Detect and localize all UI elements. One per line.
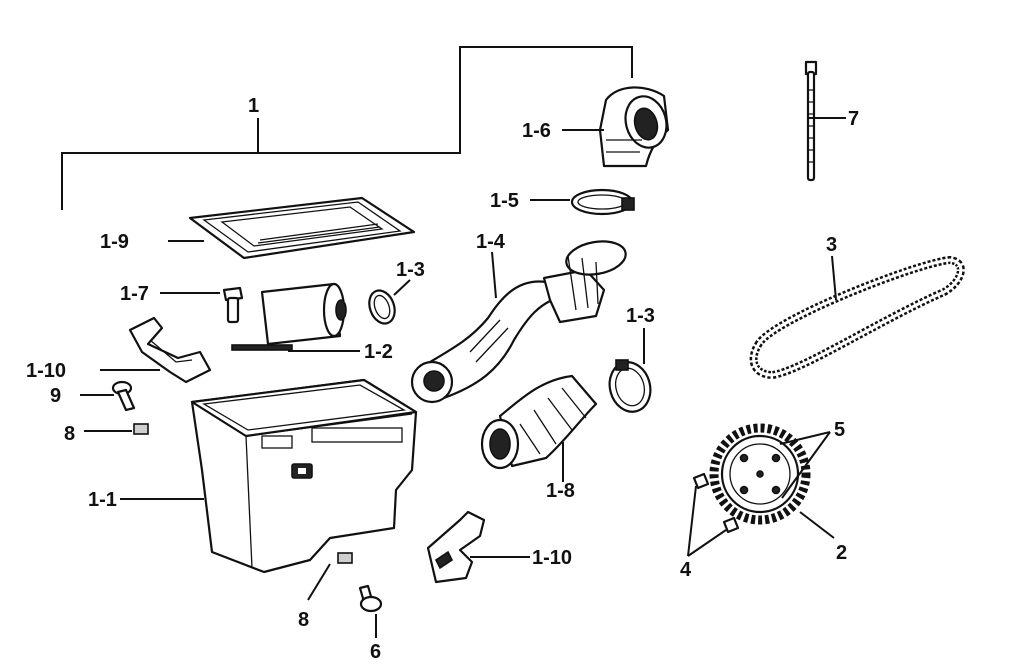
label-clamp-a: 1-3: [396, 259, 425, 281]
outlet-tube-part: [480, 374, 598, 470]
bolt-bottom-part: [358, 584, 383, 613]
clamp-b-part: [608, 359, 652, 413]
cable-tie-part: [804, 60, 818, 182]
filter-element-part: [260, 282, 347, 346]
label-nut-left: 8: [64, 423, 75, 445]
bolt-left-part: [111, 380, 136, 412]
label-bolt-bottom: 6: [370, 641, 381, 663]
clamp-a-part: [368, 289, 396, 325]
label-outlet-tube: 1-8: [546, 480, 575, 502]
label-assembly: 1: [248, 95, 259, 117]
label-bolt-a: 1-7: [120, 283, 149, 305]
sprocket-part: [709, 423, 811, 525]
air-box-part: [190, 378, 418, 574]
label-sprocket: 2: [836, 542, 847, 564]
leader-lines: [80, 117, 846, 638]
label-bracket-bottom: 1-10: [532, 547, 572, 569]
lid-part: [188, 196, 416, 260]
label-cable-tie: 7: [848, 108, 859, 130]
nut-left-part: [133, 423, 149, 435]
label-filter-band: 1-2: [364, 341, 393, 363]
nut-bottom-part: [337, 552, 353, 564]
clamp-c-part: [570, 188, 635, 216]
label-bolt-left: 9: [50, 385, 61, 407]
label-bracket-left: 1-10: [26, 360, 66, 382]
label-chain: 3: [826, 234, 837, 256]
bolt-a-part: [222, 286, 244, 324]
sprocket-bolts-part: [692, 472, 740, 534]
label-nut-bottom: 8: [298, 609, 309, 631]
label-elbow: 1-6: [522, 120, 551, 142]
filter-band-part: [231, 344, 293, 351]
label-intake-tube: 1-4: [476, 231, 506, 253]
chain-part: [749, 255, 965, 380]
label-bolts-sprocket: 4: [680, 559, 692, 581]
label-clamp-b: 1-3: [626, 305, 655, 327]
intake-tube-part: [410, 240, 627, 404]
label-lid: 1-9: [100, 231, 129, 253]
bracket-bottom-part: [426, 510, 486, 584]
label-nuts-sprocket: 5: [834, 419, 845, 441]
elbow-part: [598, 86, 670, 168]
label-clamp-c: 1-5: [490, 190, 519, 212]
assembly-bracket: [61, 46, 633, 210]
part-labels: 1 1-9 1-7 1-10 9 8 1-1 1-2 1-3 1-4 1-5 1…: [26, 95, 859, 663]
bracket-left-part: [128, 316, 212, 384]
label-box: 1-1: [88, 489, 117, 511]
